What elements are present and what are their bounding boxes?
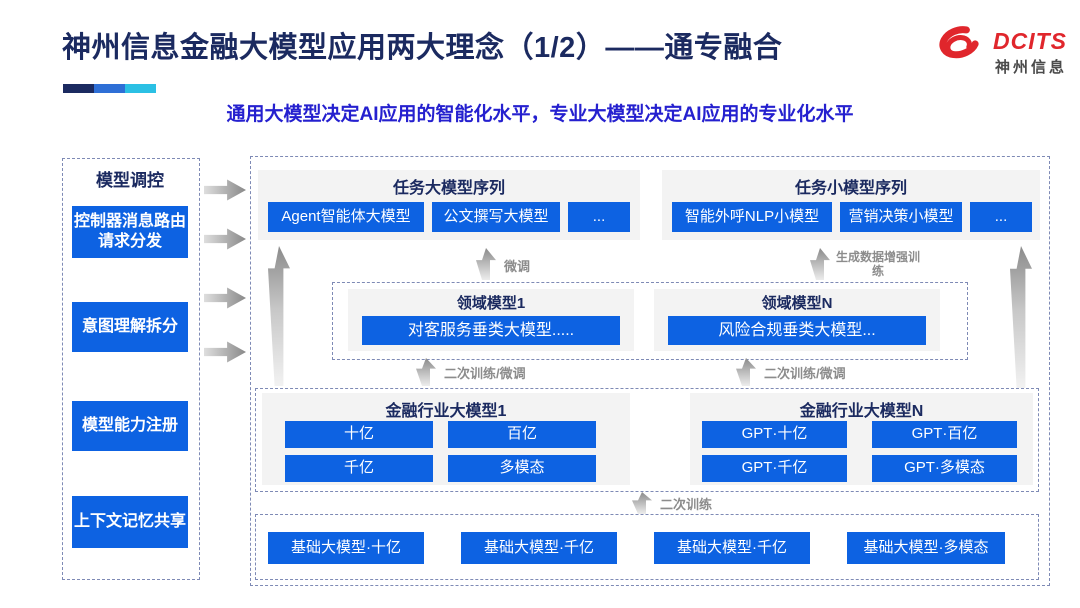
finetune-label: 微调 bbox=[504, 259, 531, 274]
page-subtitle: 通用大模型决定AI应用的智能化水平，专业大模型决定AI应用的专业化水平 bbox=[226, 104, 854, 125]
model-base-multimodal: 基础大模型·多模态 bbox=[847, 532, 1005, 564]
model-base-100b-a: 基础大模型·千亿 bbox=[461, 532, 617, 564]
model-multimodal: 多模态 bbox=[448, 455, 596, 482]
retrain-label: 二次训练 bbox=[660, 497, 713, 512]
accent-bar-segment bbox=[63, 84, 94, 93]
model-gpt-10b: GPT·百亿 bbox=[872, 421, 1017, 448]
model-1b: 十亿 bbox=[285, 421, 433, 448]
page-title: 神州信息金融大模型应用两大理念（1/2）——通专融合 bbox=[62, 32, 783, 64]
model-gpt-1b: GPT·十亿 bbox=[702, 421, 847, 448]
domain-models-frame bbox=[332, 282, 968, 360]
sidebar-item-router: 控制器消息路由请求分发 bbox=[72, 206, 188, 258]
model-100b: 千亿 bbox=[285, 455, 433, 482]
title-accent-bar bbox=[63, 84, 156, 102]
model-base-100b-b: 基础大模型·千亿 bbox=[654, 532, 810, 564]
accent-bar-segment bbox=[125, 84, 156, 93]
model-base-1b: 基础大模型·十亿 bbox=[268, 532, 424, 564]
model-outbound-nlp-small: 智能外呼NLP小模型 bbox=[672, 202, 832, 232]
gen-data-train-label: 生成数据增强训练 bbox=[836, 250, 921, 279]
retrain-finetune-right-label: 二次训练/微调 bbox=[764, 366, 846, 381]
model-gpt-multimodal: GPT·多模态 bbox=[872, 455, 1017, 482]
model-10b: 百亿 bbox=[448, 421, 596, 448]
model-more-small: ... bbox=[970, 202, 1032, 232]
model-risk-compliance-vertical: 风险合规垂类大模型... bbox=[668, 316, 926, 345]
dcits-logo-icon bbox=[930, 22, 990, 72]
model-marketing-decision-small: 营销决策小模型 bbox=[840, 202, 962, 232]
model-more-large: ... bbox=[568, 202, 630, 232]
sidebar-title: 模型调控 bbox=[96, 171, 164, 190]
logo-brand-text: DCITS bbox=[993, 28, 1067, 54]
model-document-writing-large: 公文撰写大模型 bbox=[432, 202, 560, 232]
domain-model-1-title: 领域模型1 bbox=[456, 295, 526, 312]
sidebar-item-intent: 意图理解拆分 bbox=[72, 302, 188, 352]
arrow-right-icon bbox=[204, 287, 246, 309]
sidebar-model-control-panel bbox=[62, 158, 200, 580]
model-customer-service-vertical: 对客服务垂类大模型..... bbox=[362, 316, 620, 345]
domain-model-n-title: 领域模型N bbox=[761, 295, 833, 312]
task-large-group-title: 任务大模型序列 bbox=[392, 180, 505, 197]
task-small-group-title: 任务小模型序列 bbox=[794, 180, 907, 197]
base-models-frame bbox=[255, 514, 1039, 580]
arrow-right-icon bbox=[204, 228, 246, 250]
diagram-outer-frame bbox=[250, 156, 1050, 586]
arrow-right-icon bbox=[204, 179, 246, 201]
industry-model-1-title: 金融行业大模型1 bbox=[385, 403, 507, 420]
sidebar-item-capability: 模型能力注册 bbox=[72, 401, 188, 451]
industry-models-frame bbox=[255, 388, 1039, 492]
model-agent-large: Agent智能体大模型 bbox=[268, 202, 424, 232]
sidebar-item-context: 上下文记忆共享 bbox=[72, 496, 188, 548]
industry-model-n-title: 金融行业大模型N bbox=[799, 403, 924, 420]
model-gpt-100b: GPT·千亿 bbox=[702, 455, 847, 482]
retrain-finetune-left-label: 二次训练/微调 bbox=[444, 366, 526, 381]
arrow-right-icon bbox=[204, 341, 246, 363]
accent-bar-segment bbox=[94, 84, 125, 93]
logo-brand-cn-text: 神州信息 bbox=[995, 59, 1068, 76]
